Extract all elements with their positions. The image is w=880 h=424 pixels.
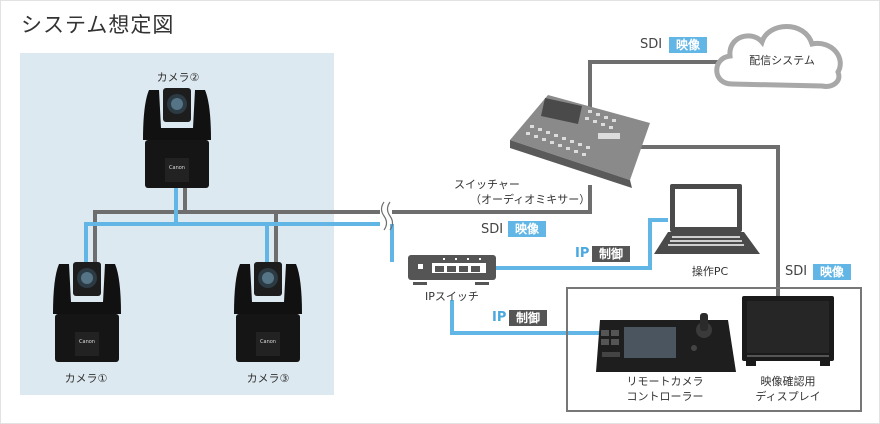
switcher-label-1: スイッチャー [454, 178, 520, 191]
cloud-icon [714, 24, 843, 89]
sdi-cameras-protocol: SDI [481, 222, 504, 237]
controller-label-2: コントローラー [626, 390, 704, 403]
controller-icon [596, 313, 736, 372]
sdi-display-protocol: SDI [785, 264, 808, 279]
ip-switch-controller [450, 300, 600, 335]
monitor-icon [742, 296, 834, 366]
controller-label-1: リモートカメラ [626, 375, 704, 388]
display-label-2: ディスプレイ [755, 390, 821, 403]
switcher-label-2: （オーディオミキサー） [470, 193, 591, 206]
sdi-cameras-tag: 映像 [508, 221, 547, 237]
ip-trunk [84, 222, 380, 265]
ip-pc-tag: 制御 [592, 246, 631, 262]
ip-controller-tag: 制御 [509, 310, 548, 326]
ip-switch-pc [496, 218, 668, 270]
camera-3-icon: Canon [234, 262, 302, 362]
display-label-1: 映像確認用 [760, 375, 816, 388]
camera-3-label: カメラ③ [246, 372, 290, 385]
svg-text:Canon: Canon [79, 339, 95, 345]
sdi-switcher-display [640, 145, 780, 298]
sdi-display-tag: 映像 [813, 264, 852, 280]
switcher-icon [510, 95, 650, 188]
diagram-title: システム想定図 [21, 13, 175, 37]
cloud-label: 配信システム [749, 54, 815, 67]
ip-pc-protocol: IP [575, 246, 590, 261]
laptop-icon [654, 184, 760, 254]
svg-text:Canon: Canon [260, 339, 276, 345]
line-break-icon [380, 201, 394, 232]
pc-label: 操作PC [691, 265, 729, 278]
sdi-cloud-tag: 映像 [669, 37, 708, 53]
sdi-trunk [93, 210, 380, 265]
svg-text:Canon: Canon [169, 165, 185, 171]
sdi-cloud-protocol: SDI [640, 37, 663, 52]
camera-1-icon: Canon [53, 262, 121, 362]
ip-controller-protocol: IP [492, 310, 507, 325]
camera-1-label: カメラ① [64, 372, 108, 385]
camera-2-label: カメラ② [156, 71, 200, 84]
ip-switch-icon [408, 255, 496, 285]
sdi-switcher-cloud [588, 60, 728, 120]
ip-switch-label: IPスイッチ [425, 290, 479, 303]
sdi-to-switcher [392, 185, 592, 214]
camera-2-icon: Canon [143, 88, 211, 188]
operator-devices-group [566, 287, 862, 412]
